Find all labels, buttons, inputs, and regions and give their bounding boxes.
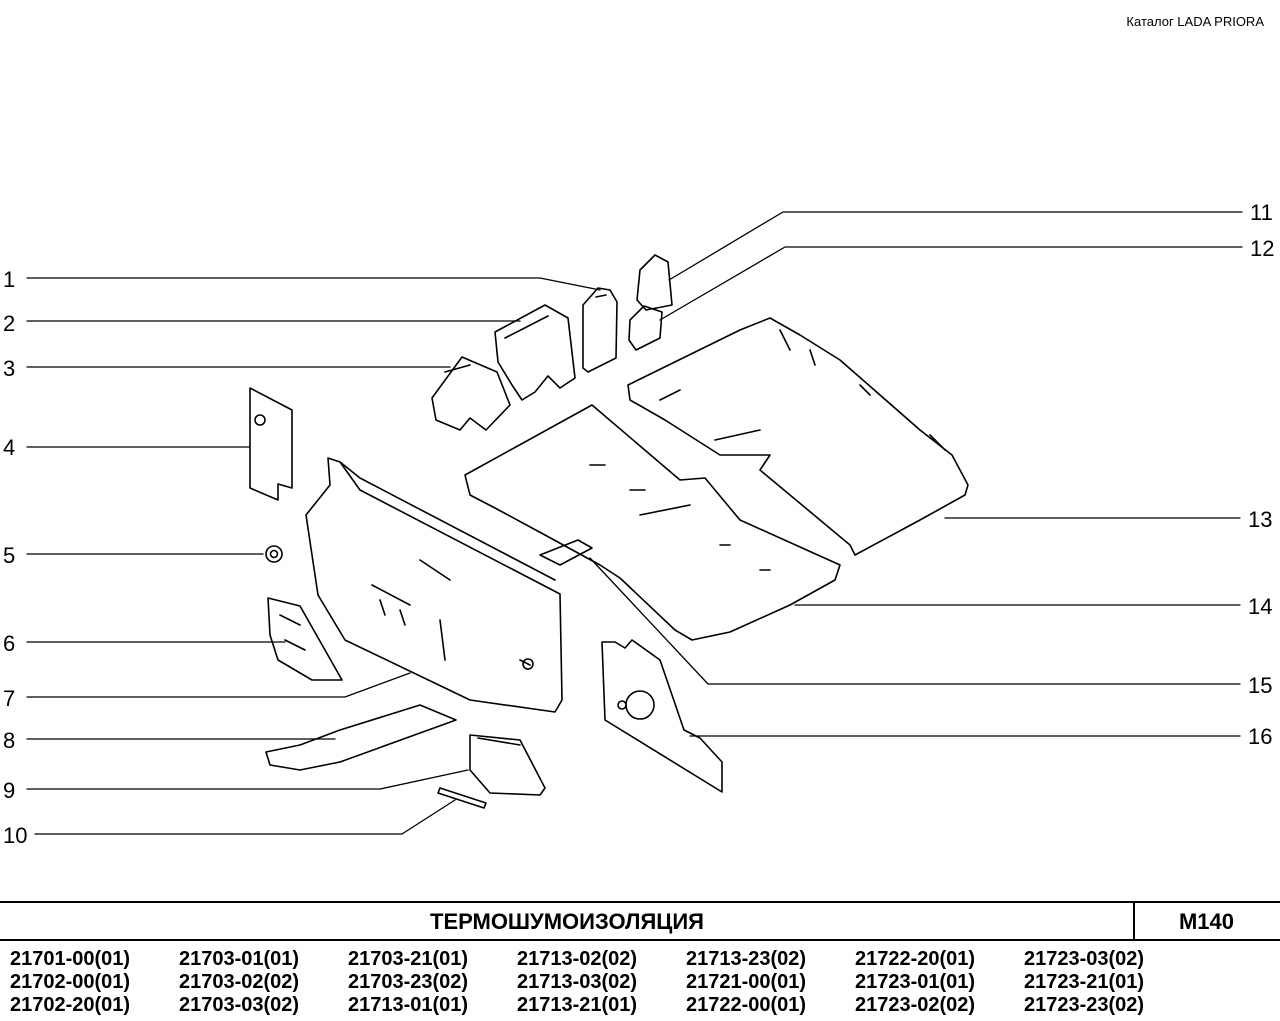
part-16-hole-large (625, 690, 655, 720)
callout-14: 14 (1248, 594, 1272, 619)
model-code: 21702-20(01) (10, 994, 131, 1016)
part-14 (464, 404, 841, 641)
part-1 (582, 287, 618, 373)
model-code: 21701-00(01) (10, 948, 131, 970)
part-12 (628, 305, 663, 351)
callout-4: 4 (3, 435, 15, 460)
callout-13: 13 (1248, 507, 1272, 532)
model-code: 21703-23(02) (348, 971, 469, 993)
part-15 (539, 539, 593, 566)
part-9 (469, 734, 546, 796)
part-7-hole (522, 658, 534, 670)
model-code: 21722-20(01) (855, 948, 976, 970)
callout-11: 11 (1250, 200, 1273, 225)
part-5 (265, 545, 283, 563)
model-list: 21701-00(01) 21703-01(01) 21703-21(01) 2… (10, 948, 1210, 1017)
model-code: 21702-00(01) (10, 971, 131, 993)
callout-15: 15 (1248, 673, 1272, 698)
part-16-hole-small (617, 700, 627, 710)
model-code: 21723-02(02) (855, 994, 976, 1016)
model-code: 21713-21(01) (517, 994, 638, 1016)
model-code: 21703-21(01) (348, 948, 469, 970)
part-2 (494, 304, 576, 401)
callout-3: 3 (3, 356, 15, 381)
model-code: 21713-02(02) (517, 948, 638, 970)
callout-1: 1 (3, 267, 15, 292)
parts-diagram: 1 2 3 4 5 6 7 8 9 10 11 12 13 14 15 16 (3, 200, 1274, 848)
part-4 (249, 387, 293, 501)
model-code: 21703-03(02) (179, 994, 300, 1016)
part-4-hole (254, 414, 266, 426)
callout-10: 10 (3, 823, 27, 848)
callout-16: 16 (1248, 724, 1272, 749)
part-7 (305, 457, 563, 713)
callout-12: 12 (1250, 236, 1274, 261)
model-code: 21713-01(01) (348, 994, 469, 1016)
part-13 (627, 317, 969, 556)
part-8 (265, 704, 457, 771)
model-code: 21723-21(01) (1024, 971, 1145, 993)
catalog-label: Каталог LADA PRIORA (1126, 14, 1264, 29)
callout-2: 2 (3, 311, 15, 336)
model-code: 21713-23(02) (686, 948, 807, 970)
model-code: 21703-01(01) (179, 948, 300, 970)
callout-6: 6 (3, 631, 15, 656)
model-code: 21722-00(01) (686, 994, 807, 1016)
part-10 (437, 787, 487, 809)
model-code: 21723-23(02) (1024, 994, 1145, 1016)
part-6 (267, 597, 343, 681)
callout-5: 5 (3, 543, 15, 568)
callout-8: 8 (3, 728, 15, 753)
title-bar: ТЕРМОШУМОИЗОЛЯЦИЯ M140 (0, 901, 1280, 941)
model-code: 21723-03(02) (1024, 948, 1145, 970)
model-code: 21703-02(02) (179, 971, 300, 993)
callout-7: 7 (3, 686, 15, 711)
title-divider (1133, 903, 1135, 939)
callout-9: 9 (3, 778, 15, 803)
model-code: 21723-01(01) (855, 971, 976, 993)
model-code: 21713-03(02) (517, 971, 638, 993)
page-code: M140 (1178, 909, 1235, 934)
model-code: 21721-00(01) (686, 971, 807, 993)
leader-lines (26, 211, 1243, 835)
page-title: ТЕРМОШУМОИЗОЛЯЦИЯ (430, 909, 704, 934)
part-11 (636, 254, 673, 311)
part-16 (601, 639, 723, 793)
part-3 (431, 356, 511, 431)
